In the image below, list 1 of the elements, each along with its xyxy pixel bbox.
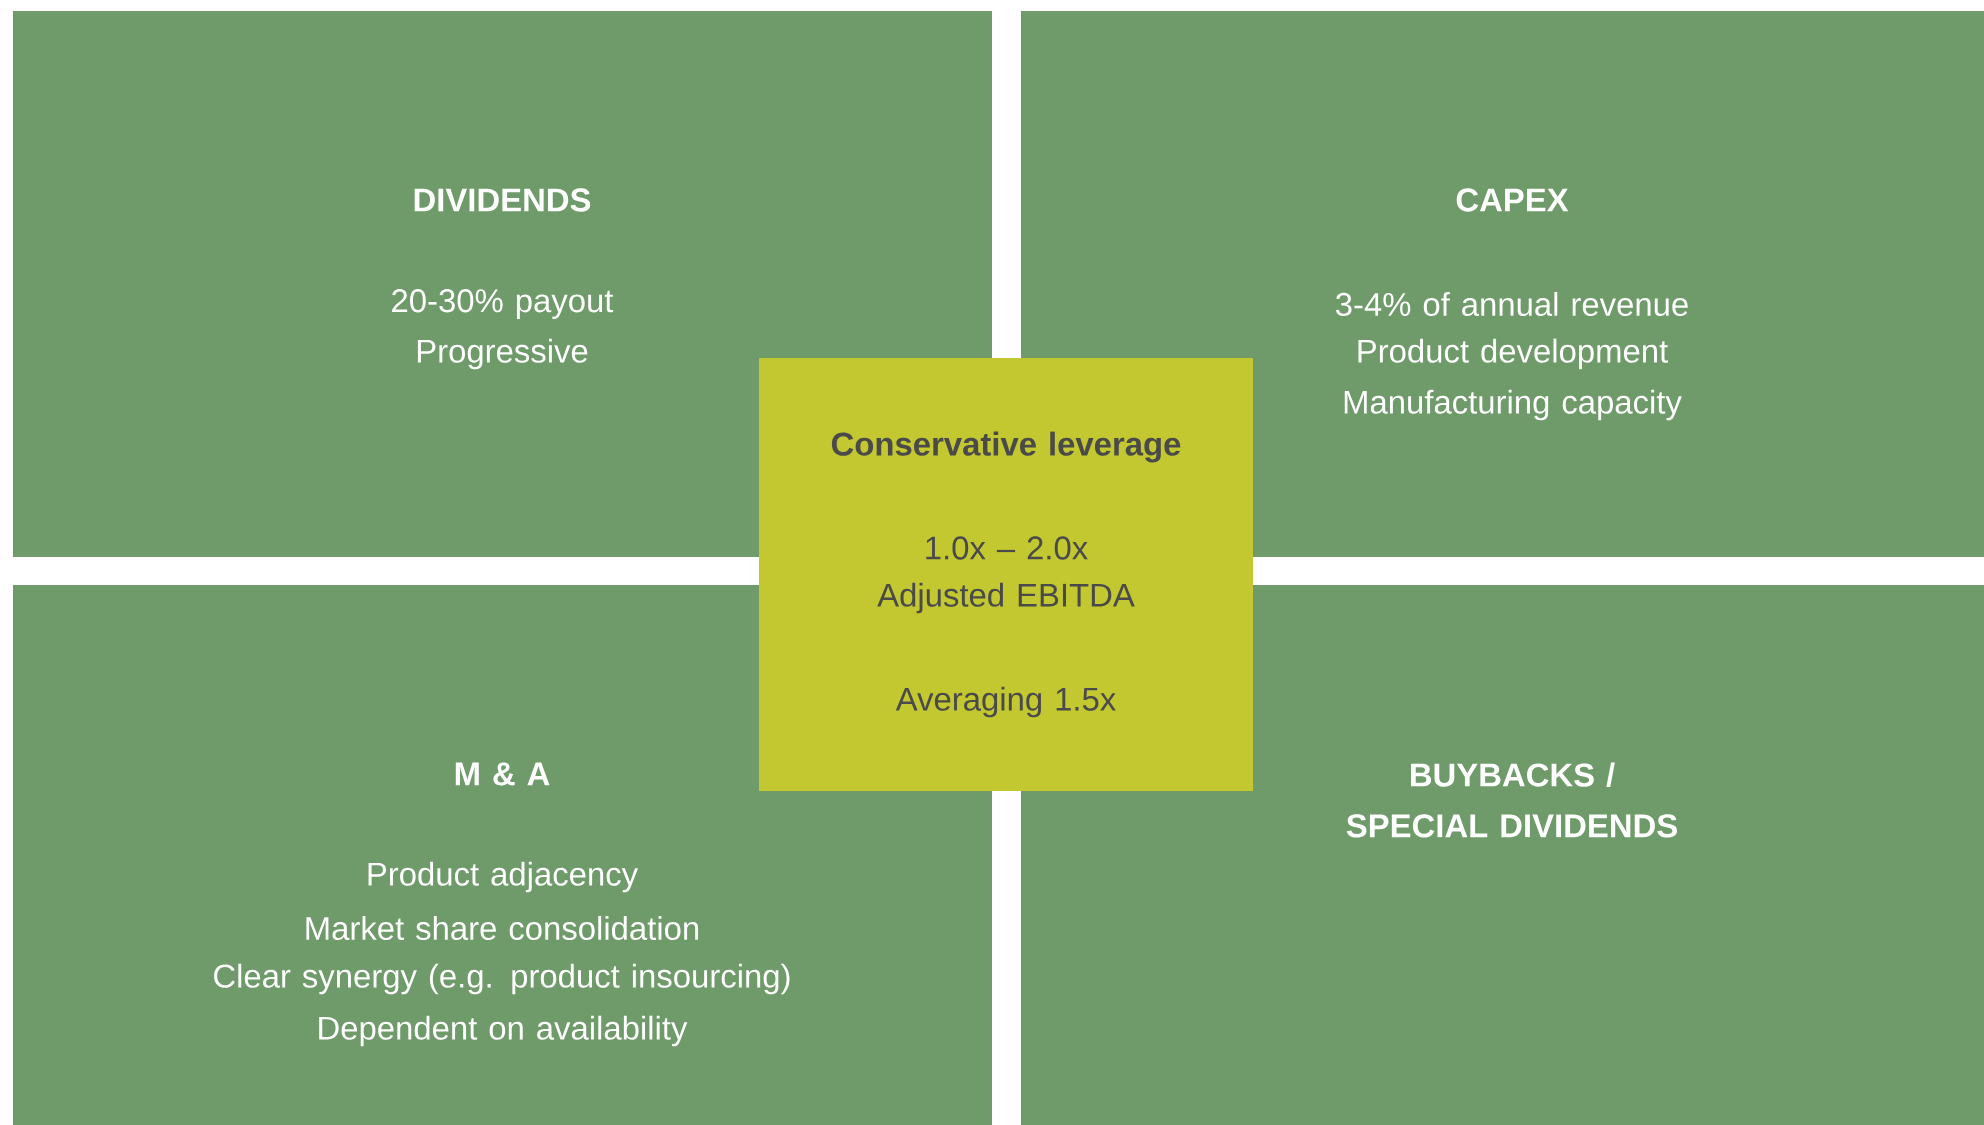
panel: Conservative leverage 1.0x – 2.0x Adjusted EBITDA Averaging 1.5x	[759, 358, 1253, 791]
